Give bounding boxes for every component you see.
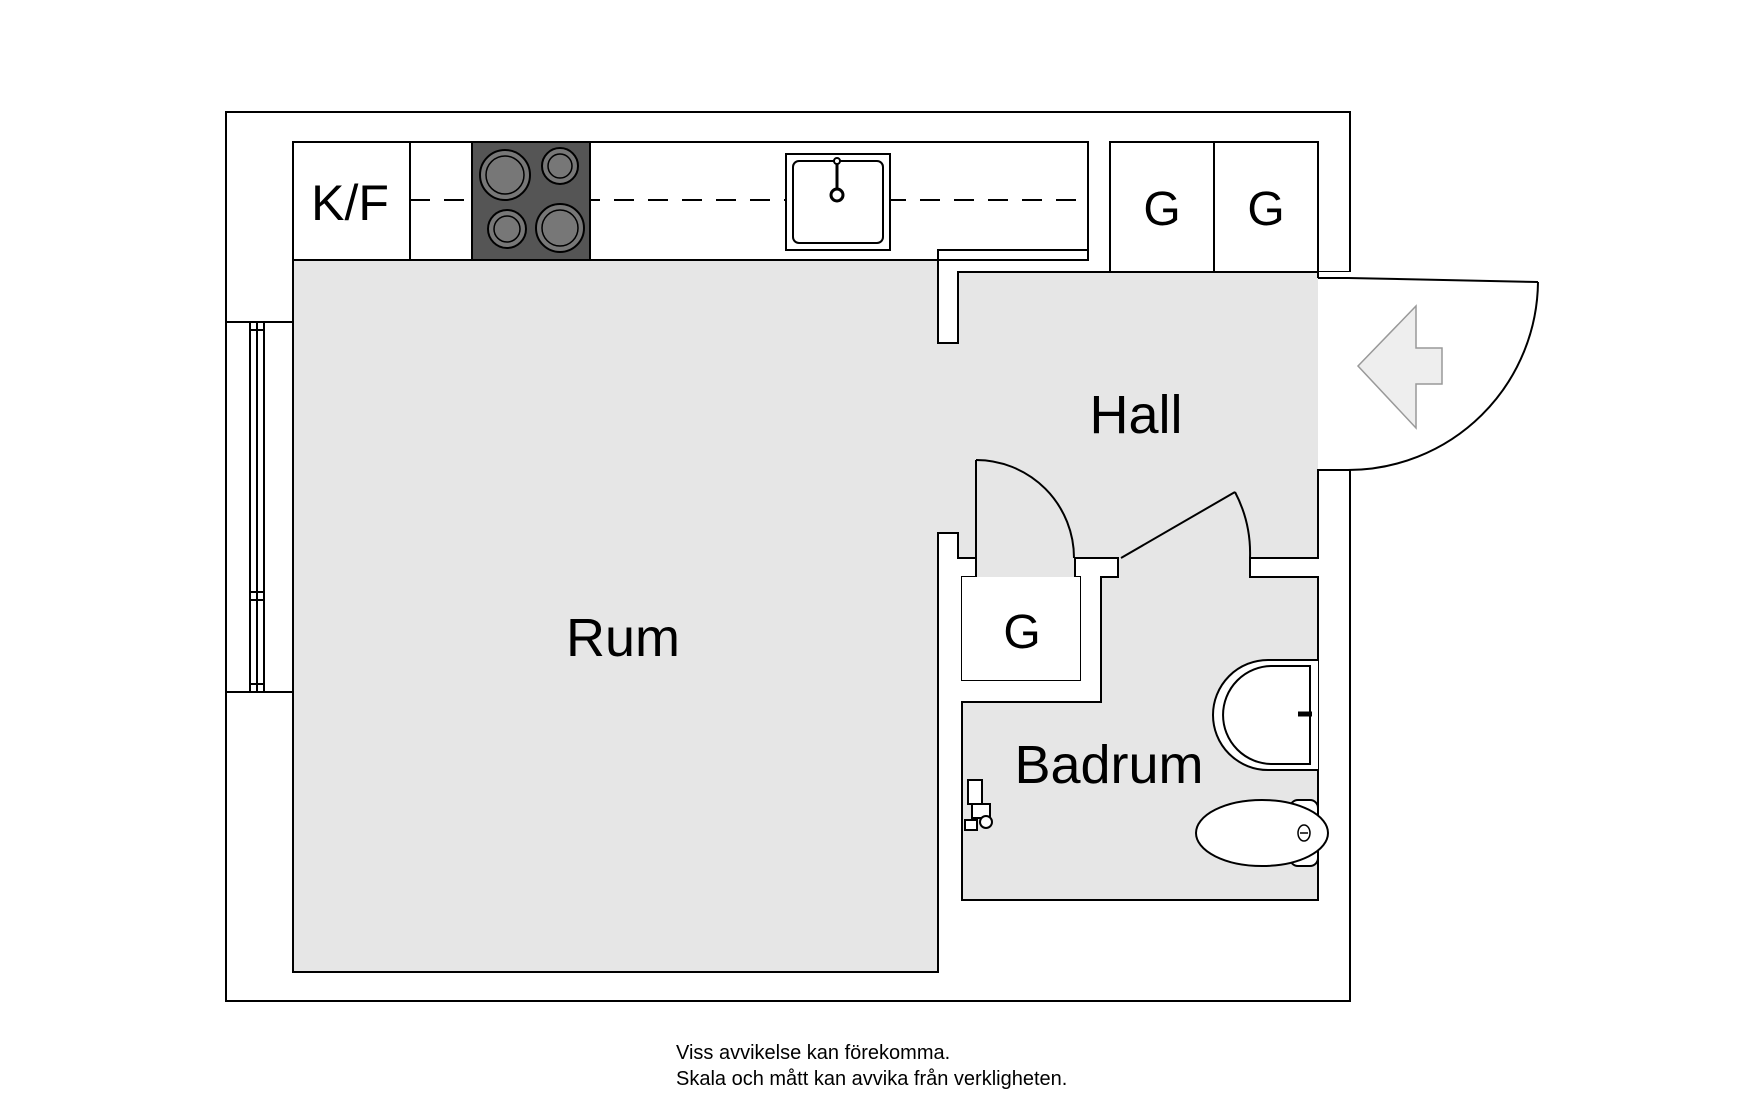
room-label-hall: Hall (1089, 385, 1182, 445)
washbasin-icon (1212, 659, 1318, 771)
wardrobe-label-1: G (1143, 183, 1180, 236)
closet-door (975, 459, 1075, 560)
bathroom-door (1120, 491, 1252, 559)
disclaimer-line-1: Viss avvikelse kan förekomma. (676, 1042, 951, 1064)
disclaimer-line-2: Skala och mått kan avvika från verklighe… (676, 1068, 1068, 1090)
disclaimer: Viss avvikelse kan förekomma. Skala och … (676, 1040, 1067, 1092)
window (225, 321, 294, 693)
shower-tap-icon (964, 779, 993, 831)
room-label-closet: G (1003, 606, 1040, 659)
entry-door (1317, 272, 1539, 471)
wardrobe-label-2: G (1247, 183, 1284, 236)
entrance-arrow-icon (1356, 304, 1443, 430)
toilet-icon (1195, 799, 1329, 867)
sink-icon (785, 153, 891, 251)
room-label-badrum: Badrum (1014, 735, 1203, 795)
wardrobes (1109, 141, 1319, 273)
kitchen-counter (292, 141, 1089, 261)
kitchen-label: K/F (311, 175, 389, 231)
floor-area (292, 259, 1349, 973)
stove-icon (471, 141, 591, 261)
room-label-rum: Rum (566, 608, 680, 668)
closet-area (962, 577, 1080, 680)
